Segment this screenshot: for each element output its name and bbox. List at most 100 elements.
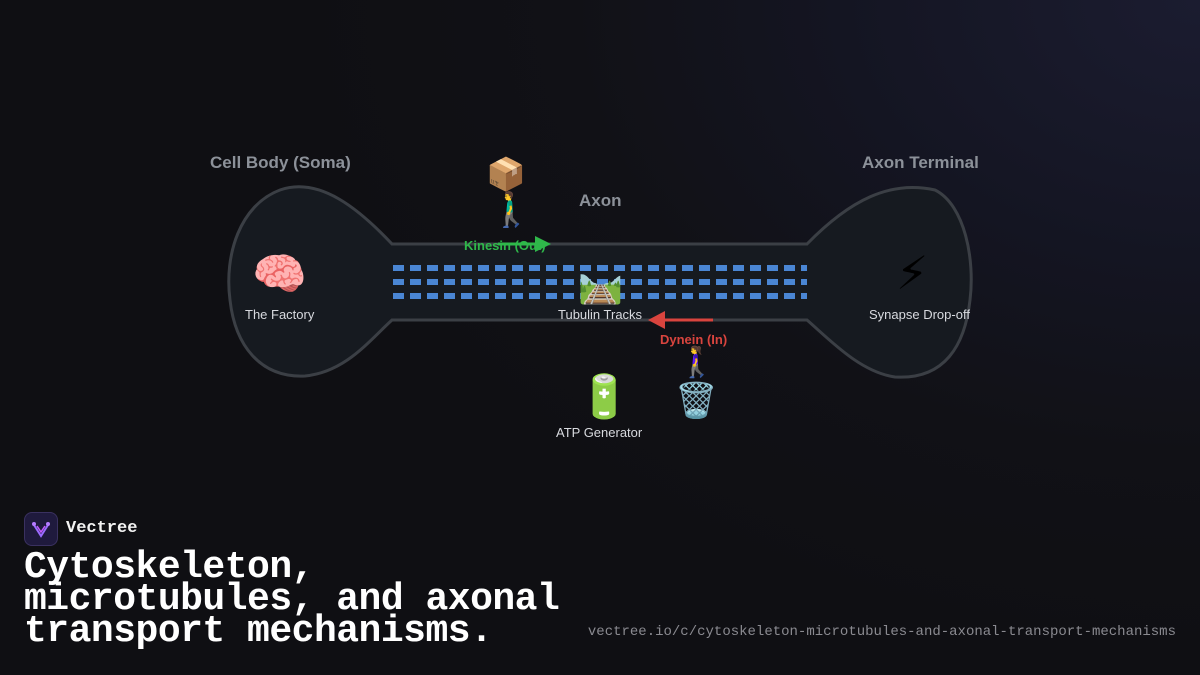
microtubule-segment <box>801 293 807 299</box>
microtubule-segment <box>512 279 523 285</box>
microtubule-segment <box>801 279 807 285</box>
package-icon: 📦 <box>486 155 526 193</box>
microtubule-segment <box>699 293 710 299</box>
microtubule-segment <box>427 279 438 285</box>
microtubule-segment <box>529 265 540 271</box>
dynein-arrowhead <box>648 311 665 329</box>
atp-generator-label: ATP Generator <box>556 425 643 440</box>
microtubule-tracks <box>393 265 807 299</box>
axon-terminal-label: Axon Terminal <box>862 153 979 172</box>
microtubule-segment <box>393 293 404 299</box>
microtubule-segment <box>648 265 659 271</box>
microtubule-segment <box>699 265 710 271</box>
microtubule-segment <box>546 265 557 271</box>
vectree-logo-icon <box>24 512 58 546</box>
brand-name: Vectree <box>66 519 138 538</box>
microtubule-segment <box>784 279 795 285</box>
microtubule-segment <box>461 279 472 285</box>
page-title: Cytoskeleton, microtubules, and axonal t… <box>24 546 560 653</box>
kinesin-label: Kinesin (Out) <box>464 238 546 253</box>
microtubule-segment <box>444 293 455 299</box>
microtubule-segment <box>444 279 455 285</box>
tubulin-tracks-label: Tubulin Tracks <box>558 307 643 322</box>
microtubule-segment <box>427 293 438 299</box>
battery-icon: 🔋 <box>578 372 631 421</box>
microtubule-segment <box>631 279 642 285</box>
microtubule-segment <box>682 293 693 299</box>
microtubule-segment <box>767 279 778 285</box>
microtubule-segment <box>716 293 727 299</box>
microtubule-segment <box>614 293 625 299</box>
microtubule-segment <box>563 265 574 271</box>
axon-label: Axon <box>579 191 622 210</box>
cell-body-label: Cell Body (Soma) <box>210 153 351 172</box>
brain-icon: 🧠 <box>252 249 307 300</box>
microtubule-segment <box>495 293 506 299</box>
microtubule-segment <box>580 293 591 299</box>
microtubule-segment <box>444 265 455 271</box>
kinesin-arrowhead <box>535 236 551 252</box>
microtubule-segment <box>512 293 523 299</box>
microtubule-segment <box>580 265 591 271</box>
railway-track-icon: 🛤️ <box>578 265 623 306</box>
microtubule-segment <box>478 279 489 285</box>
microtubule-segment <box>665 265 676 271</box>
factory-label: The Factory <box>245 307 315 322</box>
lightning-icon: ⚡ <box>896 246 929 300</box>
microtubule-segment <box>716 265 727 271</box>
microtubule-segment <box>393 279 404 285</box>
microtubule-segment <box>546 279 557 285</box>
microtubule-segment <box>631 293 642 299</box>
synapse-label: Synapse Drop-off <box>869 307 970 322</box>
walking-man-icon: 🚶‍♂️ <box>490 190 533 230</box>
microtubule-segment <box>750 265 761 271</box>
microtubule-segment <box>461 265 472 271</box>
microtubule-segment <box>478 293 489 299</box>
microtubule-segment <box>648 279 659 285</box>
microtubule-segment <box>648 293 659 299</box>
microtubule-segment <box>784 265 795 271</box>
microtubule-segment <box>784 293 795 299</box>
microtubule-segment <box>597 279 608 285</box>
microtubule-segment <box>665 293 676 299</box>
microtubule-segment <box>512 265 523 271</box>
microtubule-segment <box>410 279 421 285</box>
microtubule-segment <box>410 293 421 299</box>
microtubule-segment <box>580 279 591 285</box>
microtubule-segment <box>495 279 506 285</box>
microtubule-segment <box>665 279 676 285</box>
microtubule-segment <box>563 293 574 299</box>
trash-can-icon: 🗑️ <box>675 381 718 421</box>
microtubule-segment <box>393 265 404 271</box>
microtubule-segment <box>801 265 807 271</box>
microtubule-segment <box>546 293 557 299</box>
microtubule-segment <box>682 265 693 271</box>
microtubule-segment <box>767 265 778 271</box>
microtubule-segment <box>614 265 625 271</box>
microtubule-segment <box>682 279 693 285</box>
microtubule-segment <box>597 293 608 299</box>
microtubule-segment <box>699 279 710 285</box>
microtubule-segment <box>614 279 625 285</box>
walking-woman-icon: 🚶‍♀️ <box>678 345 716 380</box>
microtubule-segment <box>767 293 778 299</box>
microtubule-segment <box>750 279 761 285</box>
microtubule-segment <box>716 279 727 285</box>
microtubule-segment <box>410 265 421 271</box>
microtubule-segment <box>563 279 574 285</box>
microtubule-segment <box>750 293 761 299</box>
microtubule-segment <box>733 265 744 271</box>
microtubule-segment <box>461 293 472 299</box>
microtubule-segment <box>529 293 540 299</box>
microtubule-segment <box>427 265 438 271</box>
dynein-label: Dynein (In) <box>660 332 728 347</box>
microtubule-segment <box>733 279 744 285</box>
microtubule-segment <box>597 265 608 271</box>
microtubule-segment <box>495 265 506 271</box>
page-url: vectree.io/c/cytoskeleton-microtubules-a… <box>587 624 1176 640</box>
microtubule-segment <box>529 279 540 285</box>
microtubule-segment <box>478 265 489 271</box>
microtubule-segment <box>631 265 642 271</box>
